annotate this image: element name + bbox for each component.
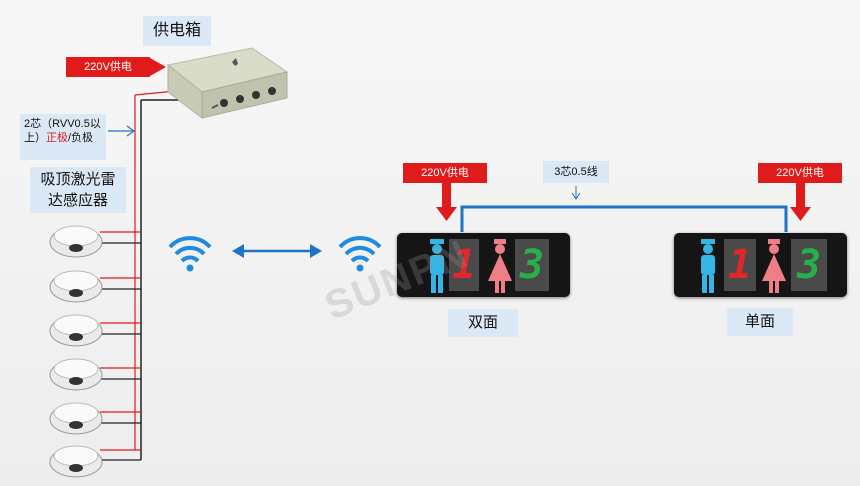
male-icon [430, 239, 444, 293]
ceiling-sensor-icon [49, 270, 103, 303]
digit-right: 3 [791, 239, 827, 291]
wire-note-prefix: 2芯（RVV0.5以上） [24, 118, 101, 144]
male-icon [701, 239, 715, 293]
power-label-double: 220V供电 [403, 163, 487, 183]
wire-note: 2芯（RVV0.5以上）正极/负极 [20, 114, 106, 160]
ceiling-sensor-icon [49, 314, 103, 347]
power-arrow-single-shaft [796, 183, 805, 209]
power-in-label: 220V供电 [66, 57, 150, 77]
ceiling-sensor-icon [49, 225, 103, 258]
wire-note-suffix: /负极 [68, 132, 94, 144]
note-pointer-arrow [126, 125, 136, 137]
caption-double: 双面 [448, 309, 518, 337]
ceiling-sensor-icon [49, 402, 103, 435]
power-supply-box-icon [166, 47, 289, 120]
wifi-icon [168, 236, 212, 272]
power-arrow-double-head [436, 207, 457, 221]
display-single: 1 3 [674, 233, 847, 297]
signal-wire-label: 3芯0.5线 [543, 161, 609, 183]
caption-single: 单面 [727, 308, 793, 336]
power-box-title: 供电箱 [143, 16, 211, 46]
power-arrow-double-shaft [442, 183, 451, 209]
wire-note-positive: 正极 [46, 132, 68, 144]
wireless-link-left-arrow [232, 244, 244, 258]
digit-right: 3 [515, 239, 549, 291]
digit-left: 1 [449, 239, 479, 291]
signal-wire [460, 205, 788, 232]
power-label-single: 220V供电 [758, 163, 842, 183]
power-arrow-single-head [790, 207, 811, 221]
wireless-link-right-arrow [310, 244, 322, 258]
sensor-branches [100, 231, 141, 461]
sensor-label: 吸顶激光雷达感应器 [30, 167, 126, 213]
digit-left: 1 [724, 239, 756, 291]
ceiling-sensor-icon [49, 445, 103, 478]
display-double: 1 3 [397, 233, 570, 297]
ceiling-sensor-icon [49, 358, 103, 391]
wifi-icon [338, 236, 382, 272]
female-icon [488, 239, 512, 293]
female-icon [762, 239, 786, 293]
power-in-arrowhead [150, 58, 166, 76]
